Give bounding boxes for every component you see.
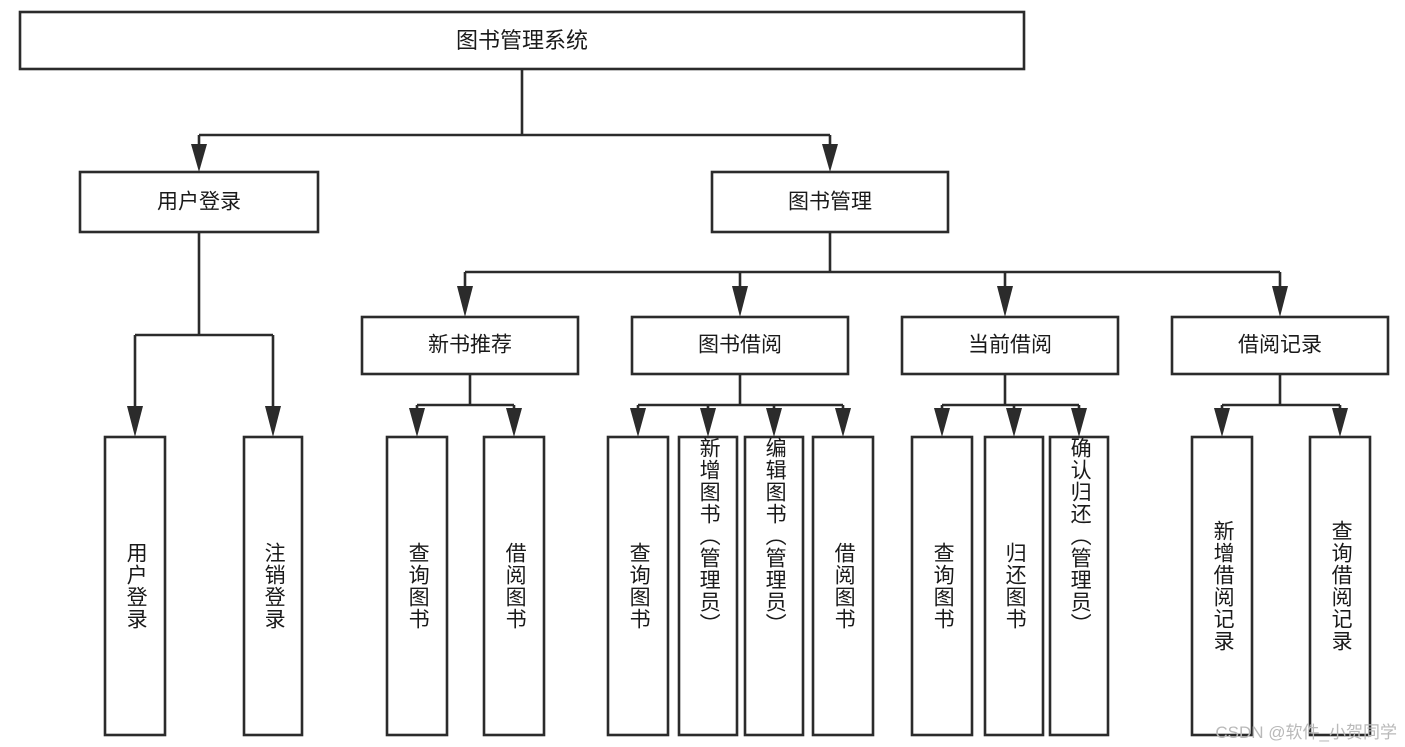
leaf-box-cur-return-book[interactable]: [983, 435, 1045, 737]
arrow-head-icon: [457, 286, 473, 317]
arrow-head-icon: [997, 286, 1013, 317]
connector-layer: [127, 69, 1348, 437]
node-book-manage-label: 图书管理: [788, 191, 872, 214]
node-new-book-recommend-box[interactable]: [360, 315, 580, 376]
arrow-head-icon: [265, 406, 281, 437]
arrow-head-icon: [700, 408, 716, 437]
node-book-borrow-label: 图书借阅: [698, 334, 782, 357]
arrow-head-icon: [822, 144, 838, 172]
arrow-head-icon: [732, 286, 748, 317]
leaf-box-rec-add-record[interactable]: [1190, 435, 1254, 737]
node-root-label: 图书管理系统: [456, 28, 588, 53]
arrow-head-icon: [506, 408, 522, 437]
node-user-login-label: 用户登录: [157, 191, 241, 214]
leaf-box-layer: [103, 435, 1372, 737]
leaf-box-user-logout[interactable]: [242, 435, 304, 737]
arrow-head-icon: [409, 408, 425, 437]
node-book-borrow-box[interactable]: [630, 315, 850, 376]
leaf-box-rec-query-record[interactable]: [1308, 435, 1372, 737]
node-current-borrow[interactable]: 当前借阅: [900, 315, 1120, 376]
node-user-login[interactable]: 用户登录: [78, 170, 320, 234]
arrow-head-icon: [1214, 408, 1230, 437]
node-book-borrow[interactable]: 图书借阅: [630, 315, 850, 376]
node-current-borrow-box[interactable]: [900, 315, 1120, 376]
leaf-box-cur-query-book[interactable]: [910, 435, 974, 737]
leaf-box-borrow-edit-book[interactable]: [743, 435, 805, 737]
arrow-head-icon: [127, 406, 143, 437]
leaf-box-cur-confirm-return[interactable]: [1048, 435, 1110, 737]
node-new-book-recommend-label: 新书推荐: [428, 334, 512, 357]
node-borrow-records-box[interactable]: [1170, 315, 1390, 376]
node-current-borrow-label: 当前借阅: [968, 334, 1052, 357]
node-user-login-box[interactable]: [78, 170, 320, 234]
leaf-box-user-login-do[interactable]: [103, 435, 167, 737]
node-borrow-records[interactable]: 借阅记录: [1170, 315, 1390, 376]
arrow-head-icon: [1071, 408, 1087, 437]
node-book-manage-box[interactable]: [710, 170, 950, 234]
leaf-box-rec-borrow-book[interactable]: [482, 435, 546, 737]
leaf-box-rec-query-book[interactable]: [385, 435, 449, 737]
arrow-head-icon: [835, 408, 851, 437]
node-root-box[interactable]: [18, 10, 1026, 71]
arrow-head-icon: [630, 408, 646, 437]
leaf-box-borrow-add-book[interactable]: [677, 435, 739, 737]
arrow-head-icon: [1332, 408, 1348, 437]
arrow-head-icon: [766, 408, 782, 437]
node-book-manage[interactable]: 图书管理: [710, 170, 950, 234]
node-borrow-records-label: 借阅记录: [1238, 334, 1322, 357]
node-root[interactable]: 图书管理系统: [18, 10, 1026, 71]
leaf-box-borrow-query-book[interactable]: [606, 435, 670, 737]
arrow-head-icon: [1006, 408, 1022, 437]
leaf-box-borrow-lend-book[interactable]: [811, 435, 875, 737]
arrow-head-icon: [934, 408, 950, 437]
arrow-head-icon: [1272, 286, 1288, 317]
arrow-head-icon: [191, 144, 207, 172]
node-new-book-recommend[interactable]: 新书推荐: [360, 315, 580, 376]
